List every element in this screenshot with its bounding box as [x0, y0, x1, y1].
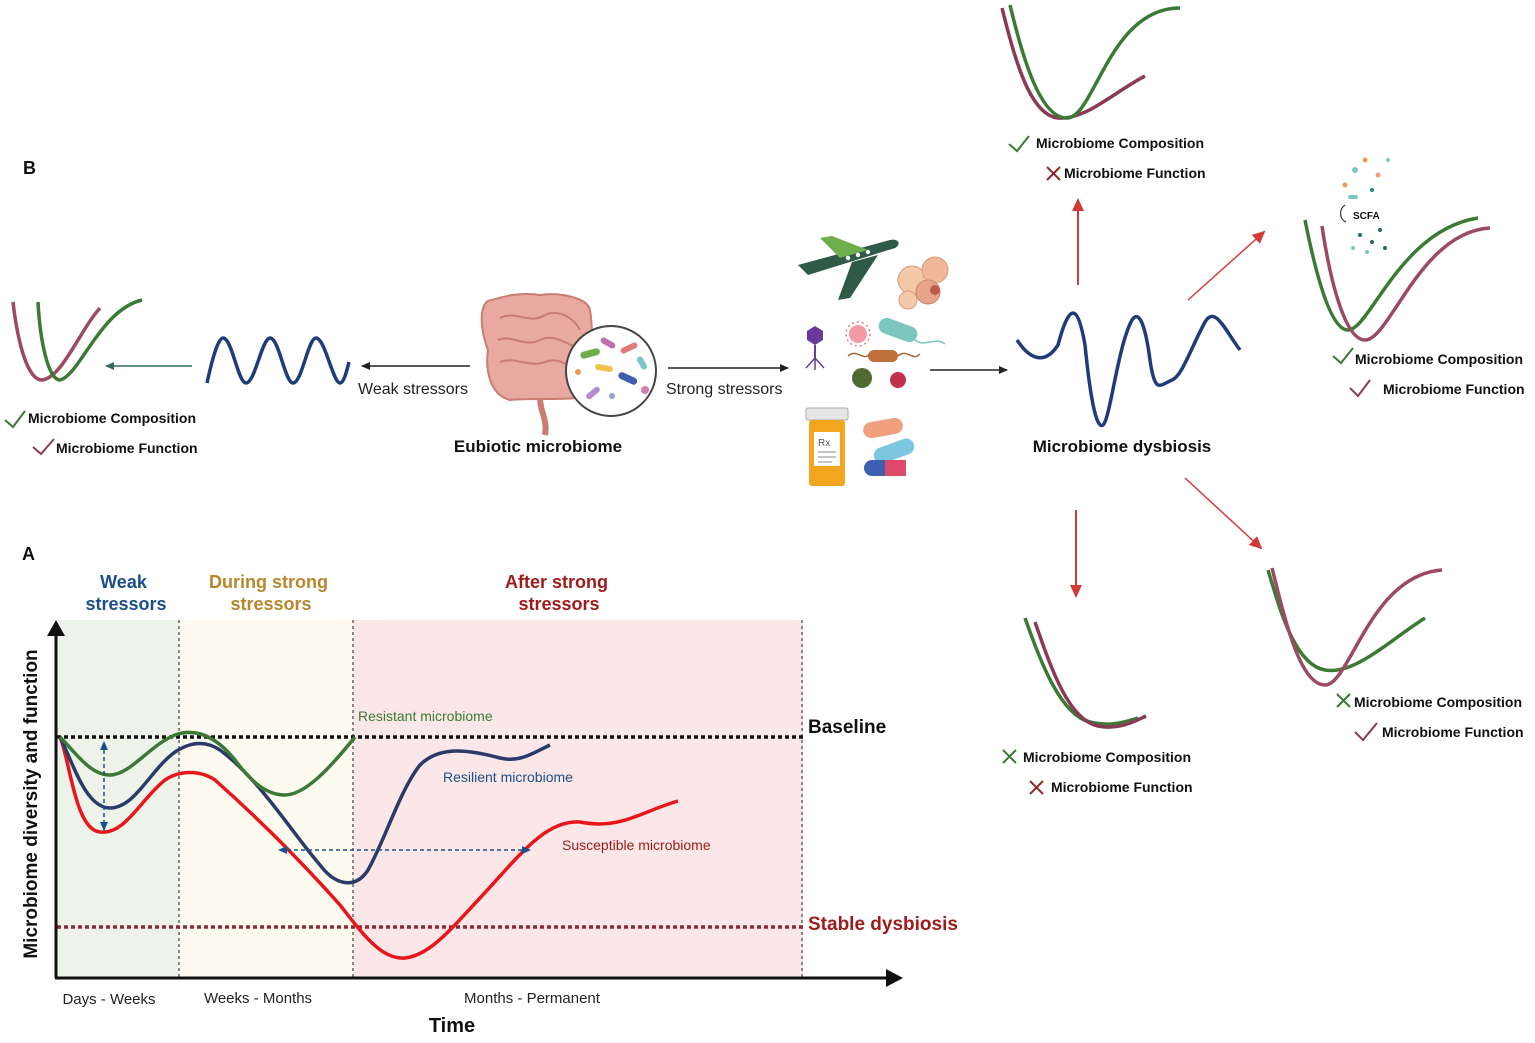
bottom-function-curve: [1033, 621, 1147, 729]
bottom-right-outcome-curves: [1266, 567, 1443, 687]
bottom-right-function-label: Microbiome Function: [1382, 724, 1524, 740]
baseline-label: Baseline: [808, 717, 886, 738]
panel-a-label: A: [22, 544, 35, 564]
resilient-label: Resilient microbiome: [443, 769, 573, 785]
bottom-function-label: Microbiome Function: [1051, 779, 1193, 795]
bottom-outcome-legend: Microbiome Composition Microbiome Functi…: [1002, 749, 1193, 795]
weak-outcome-legend: Microbiome Composition Microbiome Functi…: [4, 410, 198, 456]
tumor-cells-icon: [897, 256, 949, 310]
top-outcome-curves: [1000, 4, 1181, 120]
stable-dysbiosis-label: Stable dysbiosis: [808, 914, 958, 935]
dysbiosis-label: Microbiome dysbiosis: [1033, 437, 1212, 456]
resilient-curve: [58, 736, 551, 885]
pills-icon: [863, 417, 915, 476]
time-label-3: Months - Permanent: [464, 990, 601, 1007]
phase-after-header: After strong stressors: [505, 572, 613, 614]
y-axis-label: Microbiome diversity and function: [21, 649, 42, 958]
scfa-label: SCFA: [1353, 211, 1380, 222]
cross-icon: [1336, 693, 1351, 708]
microbiome-magnifier-icon: [565, 325, 657, 417]
arrow-down-right: [1184, 477, 1263, 550]
arrow-up-right: [1187, 230, 1266, 301]
x-axis-label: Time: [429, 1015, 475, 1037]
dysbiosis-wave: [1015, 311, 1242, 428]
y-axis-arrowhead: [47, 620, 65, 636]
phase-after-line-1: After strong: [505, 572, 608, 592]
bottom-right-outcome-legend: Microbiome Composition Microbiome Functi…: [1336, 693, 1524, 742]
scfa-icon: SCFA: [1340, 157, 1390, 254]
eubiotic-label: Eubiotic microbiome: [454, 437, 622, 456]
time-label-2: Weeks - Months: [204, 990, 312, 1007]
top-function-label: Microbiome Function: [1064, 165, 1206, 181]
weak-stressors-label: Weak stressors: [358, 381, 468, 398]
phase-weak-header: Weak stressors: [85, 572, 166, 614]
phase-weak-line-1: Weak: [100, 572, 148, 592]
cross-icon: [1029, 780, 1044, 795]
panel-b-label: B: [23, 158, 36, 178]
right-composition-label: Microbiome Composition: [1355, 351, 1523, 367]
bottom-composition-curve: [1023, 617, 1139, 726]
susceptible-curve: [58, 736, 679, 960]
airplane-icon: [798, 236, 899, 300]
check-icon: [1349, 379, 1371, 398]
weak-function-label: Microbiome Function: [56, 440, 198, 456]
weak-composition-label: Microbiome Composition: [28, 410, 196, 426]
bottom-outcome-curves: [1023, 617, 1147, 729]
top-composition-curve: [1008, 4, 1181, 120]
susceptible-label: Susceptible microbiome: [562, 837, 711, 853]
check-icon: [1354, 722, 1378, 742]
resistant-label: Resistant microbiome: [358, 708, 493, 724]
phase-weak-line-2: stressors: [85, 594, 166, 614]
right-function-curve: [1320, 225, 1491, 342]
bacteria-icon: [847, 317, 946, 388]
bottom-composition-label: Microbiome Composition: [1023, 749, 1191, 765]
after-zone: [353, 620, 803, 977]
time-label-1: Days - Weeks: [62, 991, 155, 1008]
top-function-curve: [1000, 7, 1146, 120]
cross-icon: [1002, 749, 1017, 764]
check-icon: [32, 438, 55, 456]
bacteriophage-icon: [805, 326, 825, 370]
rx-label: Rx: [818, 438, 830, 449]
virus-icon: [845, 321, 871, 347]
right-function-label: Microbiome Function: [1383, 381, 1525, 397]
bottom-right-composition-curve: [1266, 569, 1426, 673]
right-outcome-legend: Microbiome Composition Microbiome Functi…: [1332, 347, 1525, 398]
phase-during-line-1: During strong: [209, 572, 328, 592]
check-icon: [1332, 347, 1354, 365]
x-axis-arrowhead: [886, 969, 903, 987]
right-outcome-curves: [1303, 216, 1491, 342]
cross-icon: [1046, 166, 1061, 181]
phase-during-line-2: stressors: [230, 594, 311, 614]
check-icon: [4, 410, 26, 429]
phase-after-line-2: stressors: [518, 594, 599, 614]
pill-bottle-icon: Rx: [805, 407, 849, 486]
bottom-right-function-curve: [1270, 567, 1443, 687]
weak-outcome-curves: [11, 298, 143, 382]
weak-composition-curve: [36, 298, 143, 382]
weak-function-curve: [11, 301, 102, 382]
check-icon: [1008, 135, 1030, 153]
phase-during-header: During strong stressors: [209, 572, 333, 614]
top-composition-label: Microbiome Composition: [1036, 135, 1204, 151]
eubiotic-wave: [205, 336, 351, 385]
bottom-right-composition-label: Microbiome Composition: [1354, 694, 1522, 710]
top-outcome-legend: Microbiome Composition Microbiome Functi…: [1008, 135, 1206, 181]
strong-stressors-label: Strong stressors: [666, 381, 782, 398]
